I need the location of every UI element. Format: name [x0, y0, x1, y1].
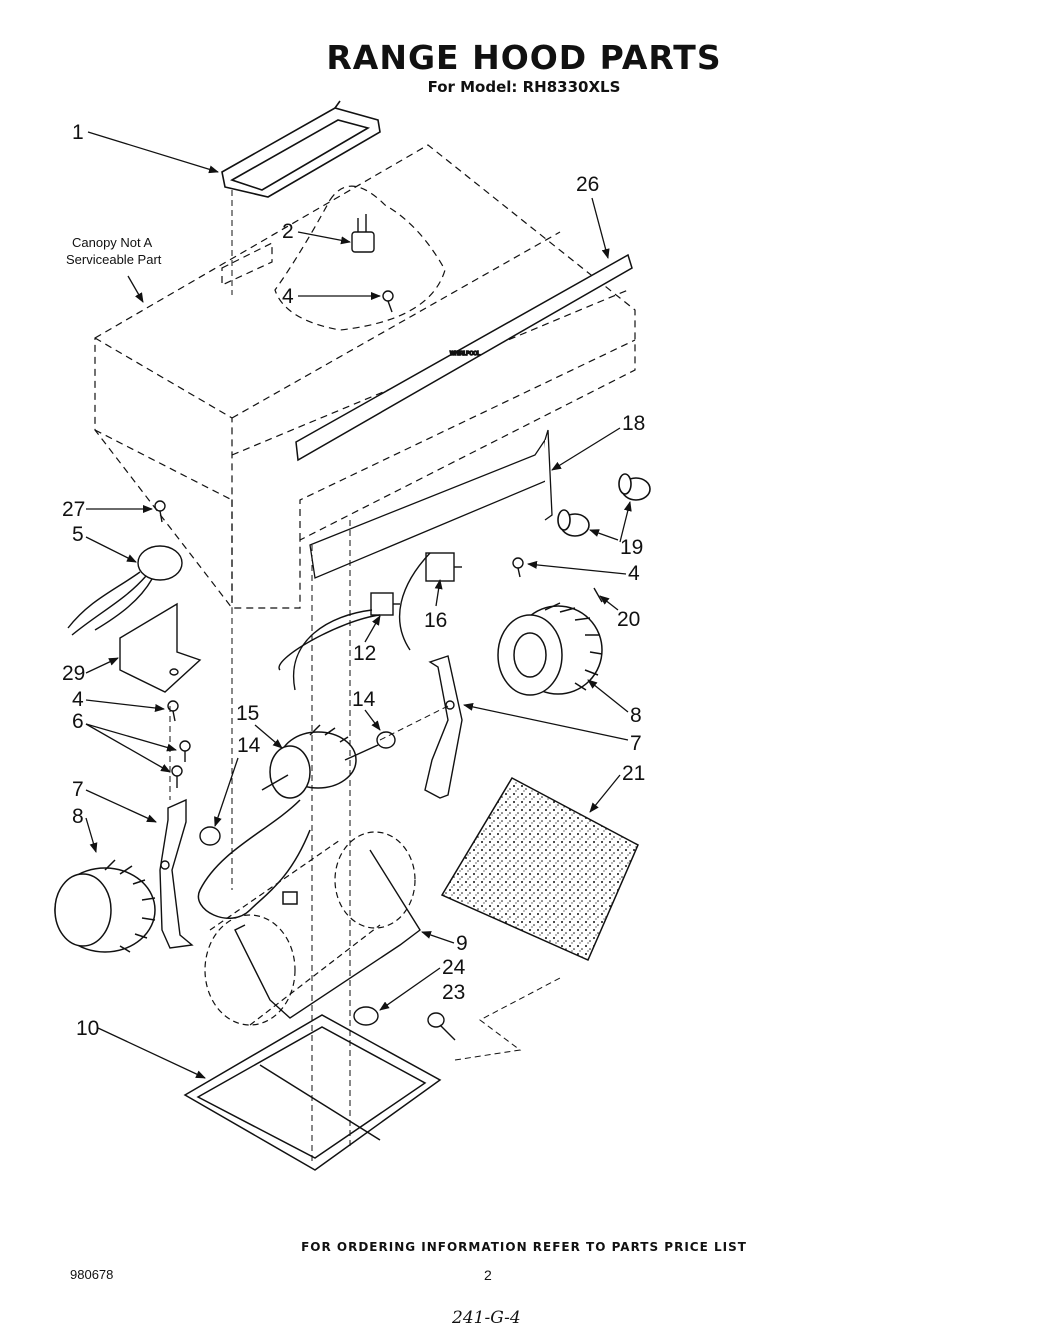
callout-8-left: 8: [72, 805, 84, 828]
model-subtitle: For Model: RH8330XLS: [427, 78, 621, 96]
control-knobs: [557, 473, 651, 537]
blower-housing: [204, 831, 416, 1026]
callout-7-right: 7: [630, 732, 642, 755]
lamp-parts: [353, 1006, 456, 1041]
wire-connector: [351, 214, 375, 253]
callout-21: 21: [622, 762, 645, 785]
callout-4-left: 4: [72, 688, 84, 711]
callout-14: 14: [352, 688, 376, 711]
callout-16: 16: [424, 609, 447, 632]
canopy-note-line-1: Canopy Not A: [72, 235, 153, 250]
capacitor: [67, 545, 183, 636]
motor-bracket-right: [424, 655, 463, 799]
callout-8-right: 8: [630, 704, 642, 727]
callout-15: 15: [236, 702, 259, 725]
callout-24: 24: [442, 956, 466, 979]
assembly-lines: [169, 520, 561, 1165]
svg-text:WHIRLPOOL: WHIRLPOOL: [450, 351, 480, 357]
callout-9: 9: [456, 932, 468, 955]
blower-wheel-left: [54, 859, 156, 953]
switch-bracket: [309, 429, 553, 579]
callout-1: 1: [72, 121, 84, 144]
callout-4: 4: [282, 285, 294, 308]
trim-strip: WHIRLPOOL: [295, 253, 633, 462]
callout-7-left: 7: [72, 778, 84, 801]
page-number: 2: [484, 1267, 492, 1283]
callout-14-left: 14: [237, 734, 261, 757]
callout-5: 5: [72, 523, 84, 546]
callout-18: 18: [622, 412, 645, 435]
callout-20: 20: [617, 608, 640, 631]
mounting-plate: [119, 602, 202, 693]
callout-labels: 1 2 4 26 18 27 5 19 4 20 16 12 29 4 14 6…: [62, 121, 645, 1040]
damper-assembly: [221, 100, 381, 198]
page-title: RANGE HOOD PARTS: [326, 38, 722, 77]
grommets: [199, 731, 396, 846]
motor-bracket-left: [159, 798, 194, 949]
document-number: 980678: [70, 1267, 114, 1282]
callout-19: 19: [620, 536, 643, 559]
canopy-note-line-2: Serviceable Part: [66, 252, 162, 267]
callout-29: 29: [62, 662, 85, 685]
bottom-panel: [183, 1014, 442, 1171]
filter-rod: [234, 849, 421, 1019]
callout-26: 26: [576, 173, 599, 196]
ordering-info-note: FOR ORDERING INFORMATION REFER TO PARTS …: [301, 1240, 747, 1254]
grease-filter: [440, 777, 639, 961]
callout-12: 12: [353, 642, 376, 665]
callout-10: 10: [76, 1017, 99, 1040]
switches: [278, 552, 462, 691]
callout-4-right: 4: [628, 562, 640, 585]
canopy-outline: [94, 144, 636, 609]
blower-wheel-right: [497, 602, 603, 696]
screw-parts: [154, 290, 603, 788]
handwritten-note: 241-G-4: [452, 1308, 521, 1328]
callout-23: 23: [442, 981, 465, 1004]
leader-arrows: [85, 131, 632, 1079]
callout-27: 27: [62, 498, 85, 521]
blower-motor: [197, 724, 379, 920]
callout-2: 2: [282, 220, 294, 243]
callout-6: 6: [72, 710, 84, 733]
